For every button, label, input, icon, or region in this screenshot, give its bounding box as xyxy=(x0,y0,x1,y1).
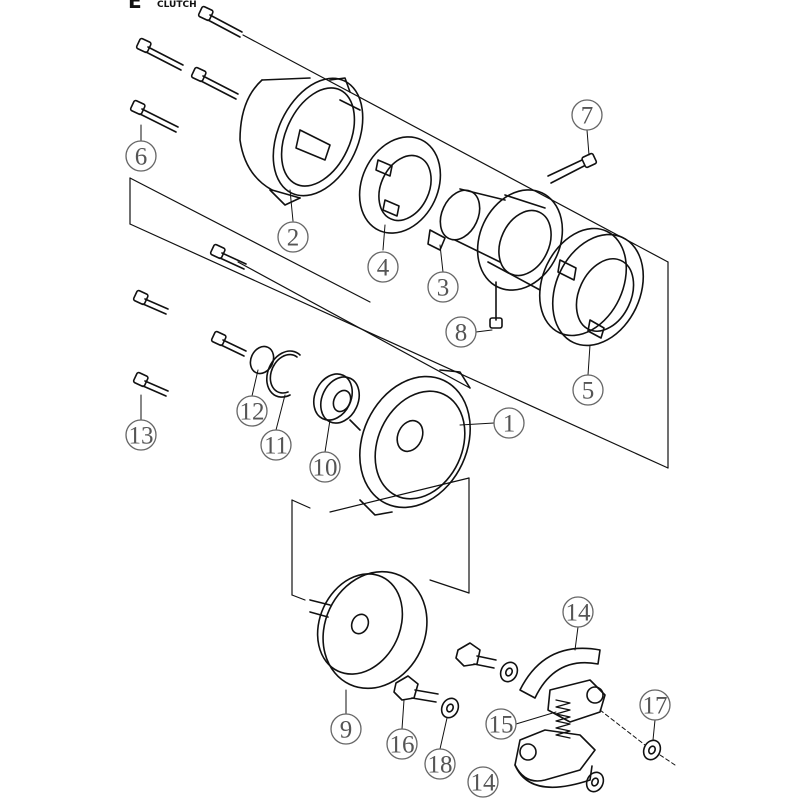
callout-14-upper: 14 xyxy=(566,600,592,627)
washer xyxy=(585,771,605,793)
screw-icon xyxy=(210,330,247,357)
outer-ring xyxy=(538,227,645,347)
clutch-drum xyxy=(309,570,428,690)
callout-13: 13 xyxy=(129,423,154,450)
bearing-housing xyxy=(427,188,564,291)
callout-14-lower: 14 xyxy=(471,770,497,797)
snap-ring-large xyxy=(266,350,301,398)
clutch-housing xyxy=(349,369,471,516)
callout-10: 10 xyxy=(313,455,338,482)
callout-circles xyxy=(125,99,671,798)
screw-icon xyxy=(197,5,243,38)
section-letter: E xyxy=(128,0,142,13)
callout-5: 5 xyxy=(582,378,595,405)
screw-icon xyxy=(132,371,169,397)
callout-1: 1 xyxy=(503,411,516,438)
leader-lines xyxy=(140,124,656,750)
callout-15: 15 xyxy=(489,712,514,739)
clutch-shoe-lower xyxy=(514,729,596,788)
ball-bearing xyxy=(312,373,361,424)
callout-7: 7 xyxy=(581,103,594,130)
spacer-ring xyxy=(358,136,442,234)
callout-16: 16 xyxy=(390,732,415,759)
screw-icon xyxy=(547,152,598,184)
callout-9: 9 xyxy=(340,717,353,744)
callout-3: 3 xyxy=(437,275,450,302)
callout-4: 4 xyxy=(377,255,390,282)
screw-icon xyxy=(190,66,239,100)
screw-icon xyxy=(132,289,169,315)
callout-17: 17 xyxy=(643,693,668,720)
clutch-spring xyxy=(555,699,571,739)
screw-icon xyxy=(489,281,503,329)
callout-8: 8 xyxy=(455,320,468,347)
section-title: CLUTCH xyxy=(157,0,197,10)
clutch-housing-cover xyxy=(239,77,364,206)
callout-11: 11 xyxy=(264,433,288,460)
diagram-header: E CLUTCH xyxy=(128,0,197,13)
shoulder-bolt xyxy=(393,675,439,703)
callout-6: 6 xyxy=(135,144,148,171)
callout-12: 12 xyxy=(240,399,265,426)
washer xyxy=(499,661,519,683)
assembly-bracket-upper xyxy=(129,34,669,469)
shoulder-bolt xyxy=(455,642,497,669)
callout-18: 18 xyxy=(428,752,453,779)
screw-icon xyxy=(129,99,179,133)
washer xyxy=(440,697,460,719)
assembly-axis xyxy=(599,709,676,766)
washer xyxy=(642,739,662,761)
snap-ring-small xyxy=(249,345,275,375)
screw-icon xyxy=(135,37,184,71)
assembly-bracket-lower xyxy=(291,477,470,601)
callout-2: 2 xyxy=(287,225,300,252)
screw-icon xyxy=(209,243,247,270)
clutch-shoe-upper xyxy=(519,647,606,723)
